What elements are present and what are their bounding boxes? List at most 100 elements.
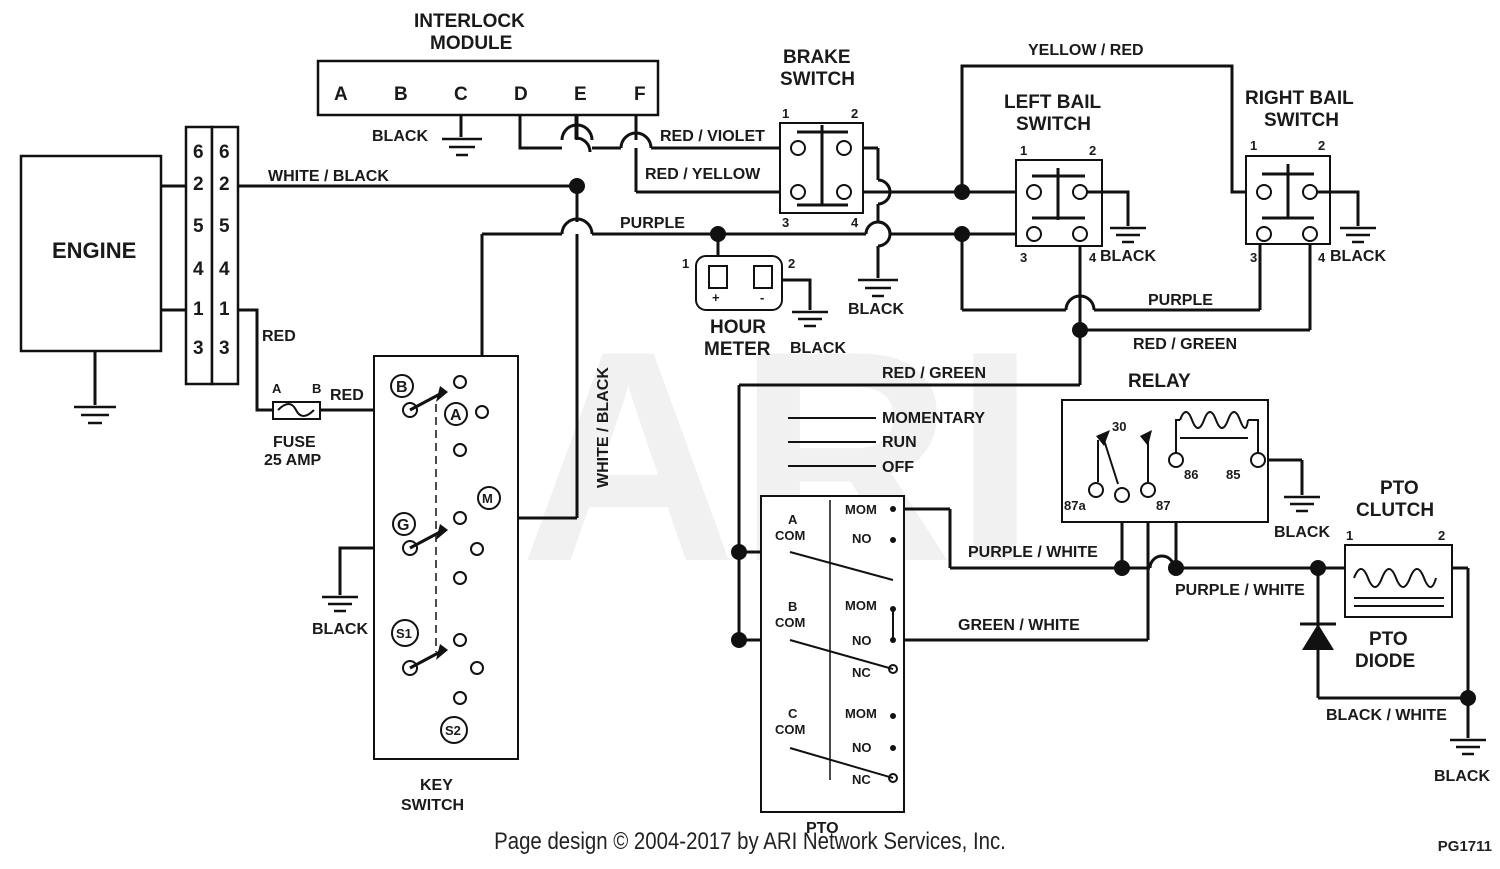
- svg-text:RELAY: RELAY: [1128, 371, 1191, 392]
- svg-text:G: G: [397, 517, 409, 534]
- svg-text:S2: S2: [445, 723, 461, 738]
- svg-text:COM: COM: [775, 615, 805, 630]
- wire-label-yellow-red: YELLOW / RED: [1028, 42, 1144, 59]
- svg-text:-: -: [760, 290, 764, 305]
- svg-text:6: 6: [219, 142, 230, 163]
- wire-label-red-yellow: RED / YELLOW: [645, 166, 761, 183]
- svg-text:DIODE: DIODE: [1355, 651, 1415, 672]
- engine-label: ENGINE: [52, 238, 136, 263]
- svg-text:2: 2: [1438, 528, 1445, 543]
- svg-text:A: A: [450, 407, 462, 424]
- svg-text:COM: COM: [775, 528, 805, 543]
- svg-text:BRAKE: BRAKE: [783, 47, 851, 68]
- svg-text:LEFT BAIL: LEFT BAIL: [1004, 92, 1101, 113]
- ground-icon: [1284, 495, 1320, 513]
- svg-text:SWITCH: SWITCH: [1016, 114, 1091, 135]
- wire-label-white-black: WHITE / BLACK: [268, 168, 389, 185]
- svg-text:NO: NO: [852, 531, 872, 546]
- wire-label-purple-white-2: PURPLE / WHITE: [1175, 582, 1305, 599]
- ground-icon: [322, 595, 358, 613]
- wire-label-black-white: BLACK / WHITE: [1326, 707, 1447, 724]
- svg-text:A: A: [272, 381, 282, 396]
- ground-icon: [858, 278, 898, 298]
- svg-text:INTERLOCK: INTERLOCK: [414, 11, 525, 32]
- wire-label-red-green-2: RED / GREEN: [882, 365, 986, 382]
- svg-text:2: 2: [1089, 143, 1096, 158]
- ground-icon: [1450, 738, 1486, 756]
- interlock-pin-c: C: [454, 84, 468, 105]
- svg-text:CLUTCH: CLUTCH: [1356, 500, 1434, 521]
- svg-text:FUSE: FUSE: [273, 434, 316, 451]
- svg-text:OFF: OFF: [882, 459, 914, 476]
- svg-text:B: B: [788, 599, 797, 614]
- wire-label-red-2: RED: [330, 387, 364, 404]
- junctions: [569, 178, 1476, 706]
- page-code: PG1711: [1437, 838, 1492, 855]
- svg-text:1: 1: [219, 299, 230, 320]
- svg-text:86: 86: [1184, 467, 1198, 482]
- svg-text:SWITCH: SWITCH: [1264, 110, 1339, 131]
- interlock-pin-b: B: [394, 84, 408, 105]
- svg-text:2: 2: [193, 174, 204, 195]
- right-bail-switch: RIGHT BAIL SWITCH 1 2 3 4 BLACK: [1245, 88, 1386, 265]
- svg-text:3: 3: [219, 338, 230, 359]
- svg-text:BLACK: BLACK: [312, 621, 368, 638]
- svg-text:1: 1: [1250, 138, 1257, 153]
- relay: RELAY 30 87a 87 86 85 BLACK: [1061, 371, 1330, 541]
- interlock-pin-a: A: [334, 84, 348, 105]
- svg-text:4: 4: [1318, 250, 1326, 265]
- ground-icon: [442, 137, 482, 157]
- svg-text:NO: NO: [852, 633, 872, 648]
- svg-text:SWITCH: SWITCH: [401, 797, 464, 814]
- svg-text:4: 4: [1089, 250, 1097, 265]
- svg-text:PTO: PTO: [1369, 629, 1408, 650]
- svg-text:PTO: PTO: [1380, 478, 1419, 499]
- svg-text:RIGHT BAIL: RIGHT BAIL: [1245, 88, 1354, 109]
- key-switch: B A M G S1 S2 KEY SWITCH B: [312, 355, 519, 814]
- svg-text:MOM: MOM: [845, 502, 877, 517]
- svg-text:BLACK: BLACK: [1100, 248, 1156, 265]
- copyright-footer: Page design © 2004-2017 by ARI Network S…: [494, 828, 1006, 855]
- svg-text:MOMENTARY: MOMENTARY: [882, 410, 985, 427]
- svg-text:S1: S1: [396, 626, 412, 641]
- svg-text:KEY: KEY: [420, 777, 453, 794]
- interlock-module: INTERLOCK MODULE A B C D E F BLACK: [316, 11, 660, 157]
- svg-text:2: 2: [219, 174, 230, 195]
- svg-text:MOM: MOM: [845, 706, 877, 721]
- pto-switch: MOMENTARY RUN OFF A COM MOM NO B COM MOM…: [760, 410, 985, 837]
- ground-icon: [1340, 226, 1376, 244]
- svg-text:BLACK: BLACK: [790, 340, 846, 357]
- svg-text:+: +: [712, 290, 720, 305]
- svg-text:4: 4: [193, 259, 204, 280]
- svg-text:5: 5: [193, 216, 204, 237]
- svg-text:3: 3: [193, 338, 204, 359]
- svg-text:HOUR: HOUR: [710, 317, 766, 338]
- svg-text:BLACK: BLACK: [848, 301, 904, 318]
- svg-text:1: 1: [1020, 143, 1027, 158]
- svg-text:SWITCH: SWITCH: [780, 69, 855, 90]
- fuse: A B FUSE 25 AMP: [264, 381, 322, 469]
- svg-text:2: 2: [851, 106, 858, 121]
- svg-text:C: C: [788, 706, 798, 721]
- ground-icon: [1110, 226, 1146, 244]
- svg-text:M: M: [482, 491, 493, 506]
- svg-text:NC: NC: [852, 665, 871, 680]
- svg-text:3: 3: [782, 215, 789, 230]
- svg-text:METER: METER: [704, 339, 771, 360]
- svg-text:B: B: [396, 379, 408, 396]
- svg-text:4: 4: [851, 215, 859, 230]
- svg-text:4: 4: [219, 259, 230, 280]
- svg-text:5: 5: [219, 216, 230, 237]
- pto-clutch: PTO CLUTCH 1 2 PTO DIODE BLACK: [1300, 478, 1490, 785]
- svg-text:85: 85: [1226, 467, 1240, 482]
- ground-icon: [792, 310, 828, 328]
- left-bail-switch: LEFT BAIL SWITCH 1 2 3 4 BLACK: [1004, 92, 1156, 265]
- hour-meter: 1 2 + - HOUR METER BLACK: [682, 255, 846, 360]
- svg-text:BLACK: BLACK: [1330, 248, 1386, 265]
- wire-label-purple-bail: PURPLE: [1148, 292, 1213, 309]
- interlock-pin-f: F: [634, 84, 646, 105]
- svg-text:1: 1: [1346, 528, 1353, 543]
- svg-text:COM: COM: [775, 722, 805, 737]
- svg-text:30: 30: [1112, 419, 1126, 434]
- wire-label-red: RED: [262, 328, 296, 345]
